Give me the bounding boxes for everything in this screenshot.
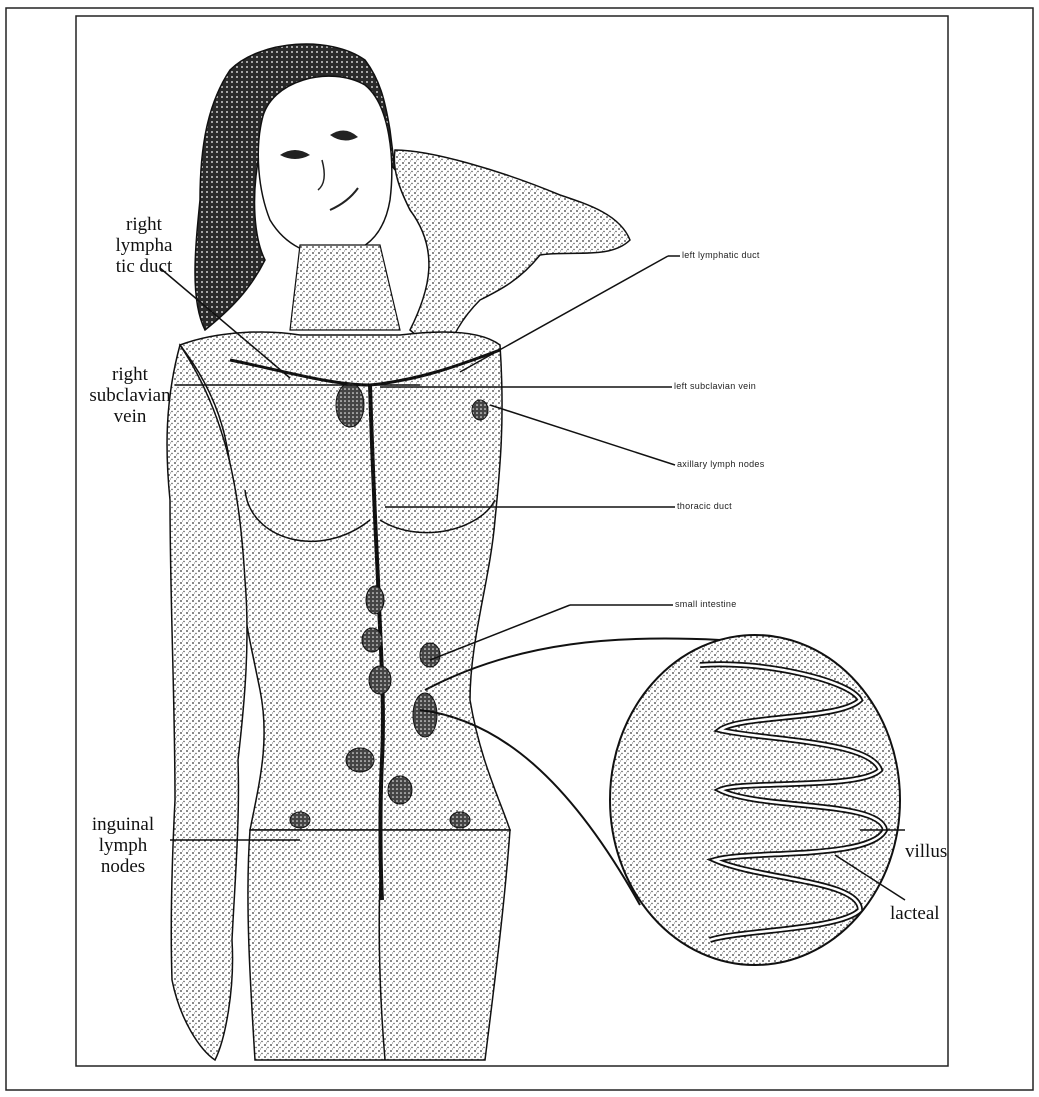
label-line: right [80, 364, 180, 385]
label-line: inguinal [78, 814, 168, 835]
face [258, 76, 391, 255]
label-line: nodes [78, 856, 168, 877]
label-line: tic duct [108, 256, 180, 277]
label-axillary-lymph-nodes: axillary lymph nodes [677, 459, 765, 469]
label-line: lympha [108, 235, 180, 256]
outer-frame [6, 8, 1033, 1090]
label-villus: villus [905, 841, 947, 862]
neck [290, 245, 400, 330]
label-thoracic-duct: thoracic duct [677, 501, 732, 511]
label-lacteal: lacteal [890, 903, 940, 924]
label-left-subclavian-vein: left subclavian vein [674, 381, 756, 391]
raised-arm [394, 150, 630, 360]
label-inguinal-lymph-nodes: inguinal lymph nodes [78, 814, 168, 877]
leader-axillary-lymph-nodes [490, 405, 675, 465]
label-right-lymphatic-duct: right lympha tic duct [108, 214, 180, 277]
label-small-intestine: small intestine [675, 599, 737, 609]
label-line: right [108, 214, 180, 235]
label-line: lymph [78, 835, 168, 856]
label-right-subclavian-vein: right subclavian vein [80, 364, 180, 427]
label-left-lymphatic-duct: left lymphatic duct [682, 250, 760, 260]
label-line: subclavian [80, 385, 180, 406]
label-line: vein [80, 406, 180, 427]
